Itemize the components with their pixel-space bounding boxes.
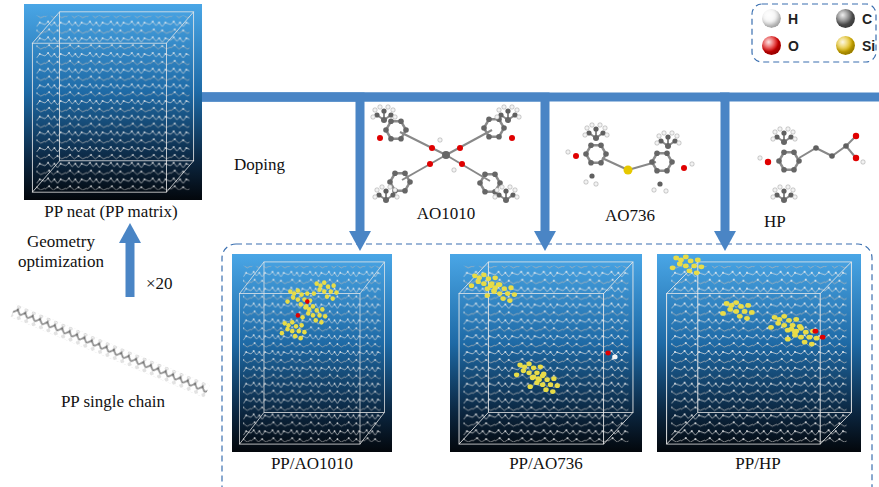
molecule-box: HP — [740, 106, 872, 232]
legend-item: H — [762, 9, 798, 28]
node-label: PP/AO1010 — [228, 454, 396, 474]
chain-box: PP single chain — [8, 298, 218, 412]
node-label: HP — [764, 212, 872, 232]
legend-text: H — [788, 11, 798, 27]
flow-arrow — [202, 97, 371, 251]
node-label: AO736 — [552, 206, 708, 226]
pp-neat-cube — [24, 4, 202, 200]
pp-hp-cube — [657, 254, 861, 452]
node-label: PP/HP — [653, 454, 863, 474]
legend-text: C — [862, 11, 872, 27]
composite-box: PP/AO1010 — [228, 252, 396, 474]
atom-swatch — [762, 36, 781, 55]
node-label: PP neat (PP matrix) — [20, 202, 202, 222]
flow-arrow — [119, 223, 141, 297]
atom-swatch — [836, 9, 855, 28]
annotation-label: ×20 — [146, 274, 196, 294]
legend-text: O — [788, 38, 799, 54]
ao736-molecule — [556, 106, 704, 204]
ao1010-molecule — [370, 108, 522, 202]
matrix-box: PP neat (PP matrix) — [20, 4, 202, 222]
composite-box: PP/AO736 — [446, 252, 646, 474]
dashed-group-box — [222, 244, 872, 487]
node-label: PP single chain — [8, 392, 218, 412]
legend-box — [752, 4, 876, 62]
composite-box: PP/HP — [653, 252, 863, 474]
arrow-head — [534, 231, 556, 251]
arrow-head — [119, 223, 141, 243]
hp-molecule — [744, 106, 870, 210]
annotation-label: Doping — [234, 155, 304, 175]
bar-extension — [720, 93, 879, 102]
node-label: PP/AO736 — [446, 454, 646, 474]
legend-item: C — [836, 9, 872, 28]
molecule-box: AO1010 — [366, 106, 526, 224]
legend-item: O — [762, 36, 799, 55]
legend-text: Si — [862, 38, 875, 54]
pp-ao736-cube — [450, 254, 642, 452]
annotation-label: Geometry optimization — [10, 232, 112, 272]
atom-swatch — [836, 36, 855, 55]
flow-arrow — [202, 97, 556, 251]
pp-chain-illustration — [10, 300, 215, 392]
pp-ao1010-cube — [232, 254, 392, 452]
atom-swatch — [762, 9, 781, 28]
arrow-head — [714, 231, 736, 251]
flow-arrow — [202, 97, 736, 251]
node-label: AO1010 — [366, 204, 526, 224]
arrow-head — [349, 231, 371, 251]
legend-item: Si — [836, 36, 875, 55]
molecule-box: AO736 — [552, 106, 708, 226]
